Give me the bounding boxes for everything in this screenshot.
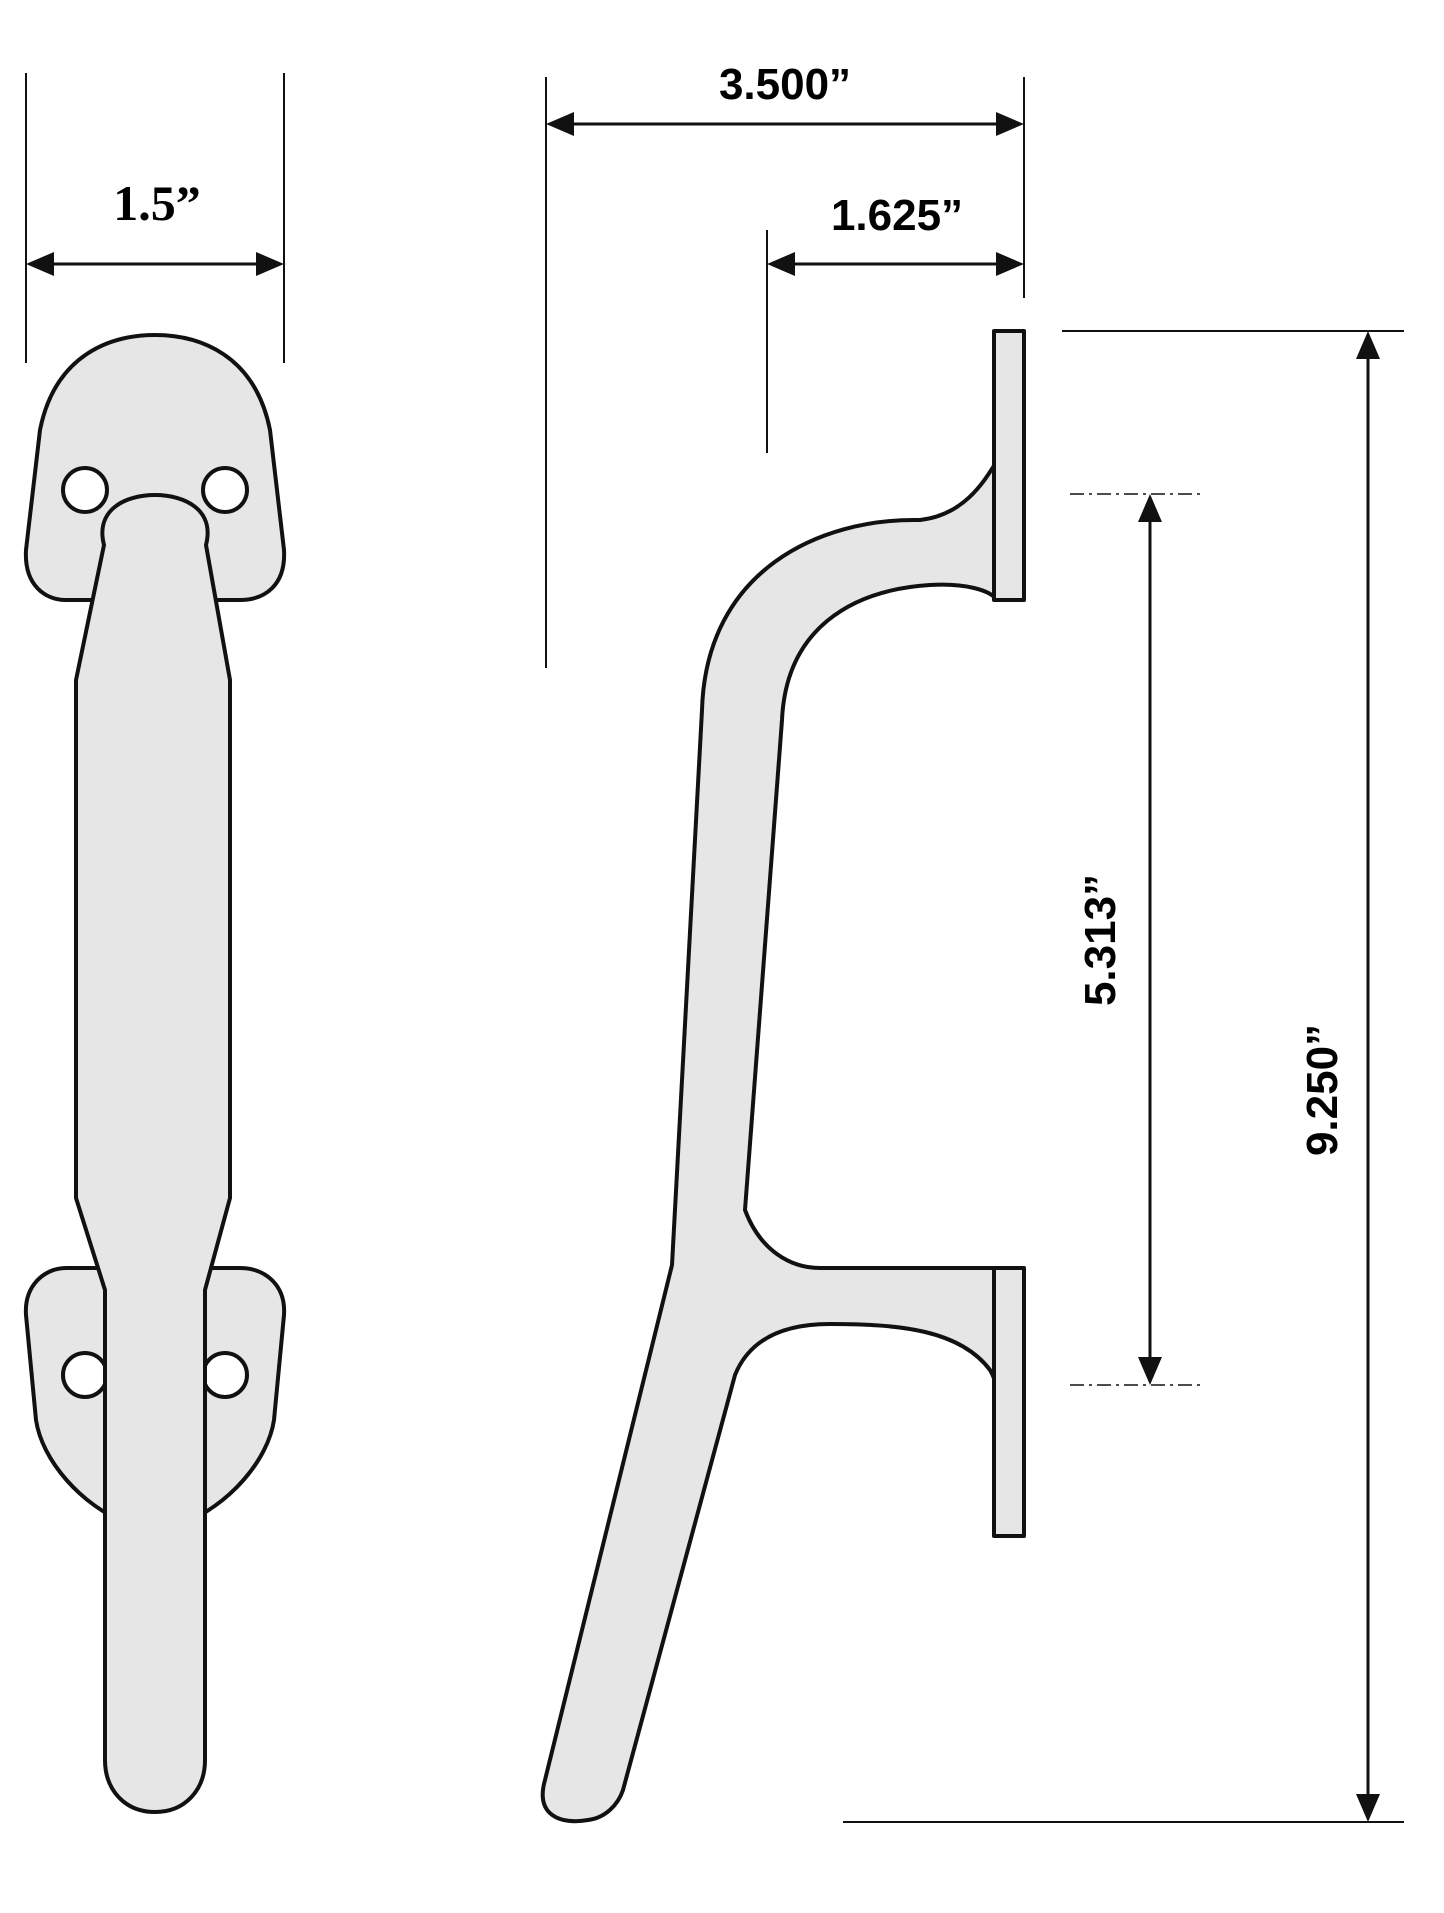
side-top-plate: [992, 329, 1026, 602]
arrowhead: [767, 252, 795, 276]
side-handle-body: [540, 459, 999, 1824]
front-view: [23, 333, 287, 1814]
dimension-mount-spacing: 5.313”: [1070, 493, 1205, 1386]
dimension-label: 9.250”: [1298, 1024, 1347, 1156]
dimension-overall-height: 9.250”: [843, 330, 1404, 1823]
dimension-label: 3.500”: [719, 60, 851, 109]
dimension-overall-depth: 3.500”: [545, 60, 1025, 668]
arrowhead: [996, 112, 1024, 136]
arrowhead: [26, 252, 54, 276]
front-handle-body: [74, 493, 232, 1814]
dimension-label: 5.313”: [1076, 874, 1125, 1006]
front-bottom-hole-right: [201, 1351, 249, 1399]
side-bottom-plate: [992, 1266, 1026, 1538]
arrowhead: [256, 252, 284, 276]
arrowhead: [996, 252, 1024, 276]
arrowhead: [1138, 1357, 1162, 1385]
dimension-width-front: 1.5”: [25, 73, 285, 363]
side-view: [540, 329, 1026, 1824]
front-bottom-hole-left: [61, 1351, 109, 1399]
arrowhead: [1138, 494, 1162, 522]
dimension-label: 1.625”: [831, 191, 963, 240]
front-top-plate: [23, 333, 287, 602]
dimension-base-depth: 1.625”: [766, 191, 1024, 453]
arrowhead: [546, 112, 574, 136]
arrowhead: [1356, 331, 1380, 359]
arrowhead: [1356, 1794, 1380, 1822]
dimension-label: 1.5”: [113, 175, 201, 231]
front-top-hole-right: [201, 466, 249, 514]
front-top-hole-left: [61, 466, 109, 514]
